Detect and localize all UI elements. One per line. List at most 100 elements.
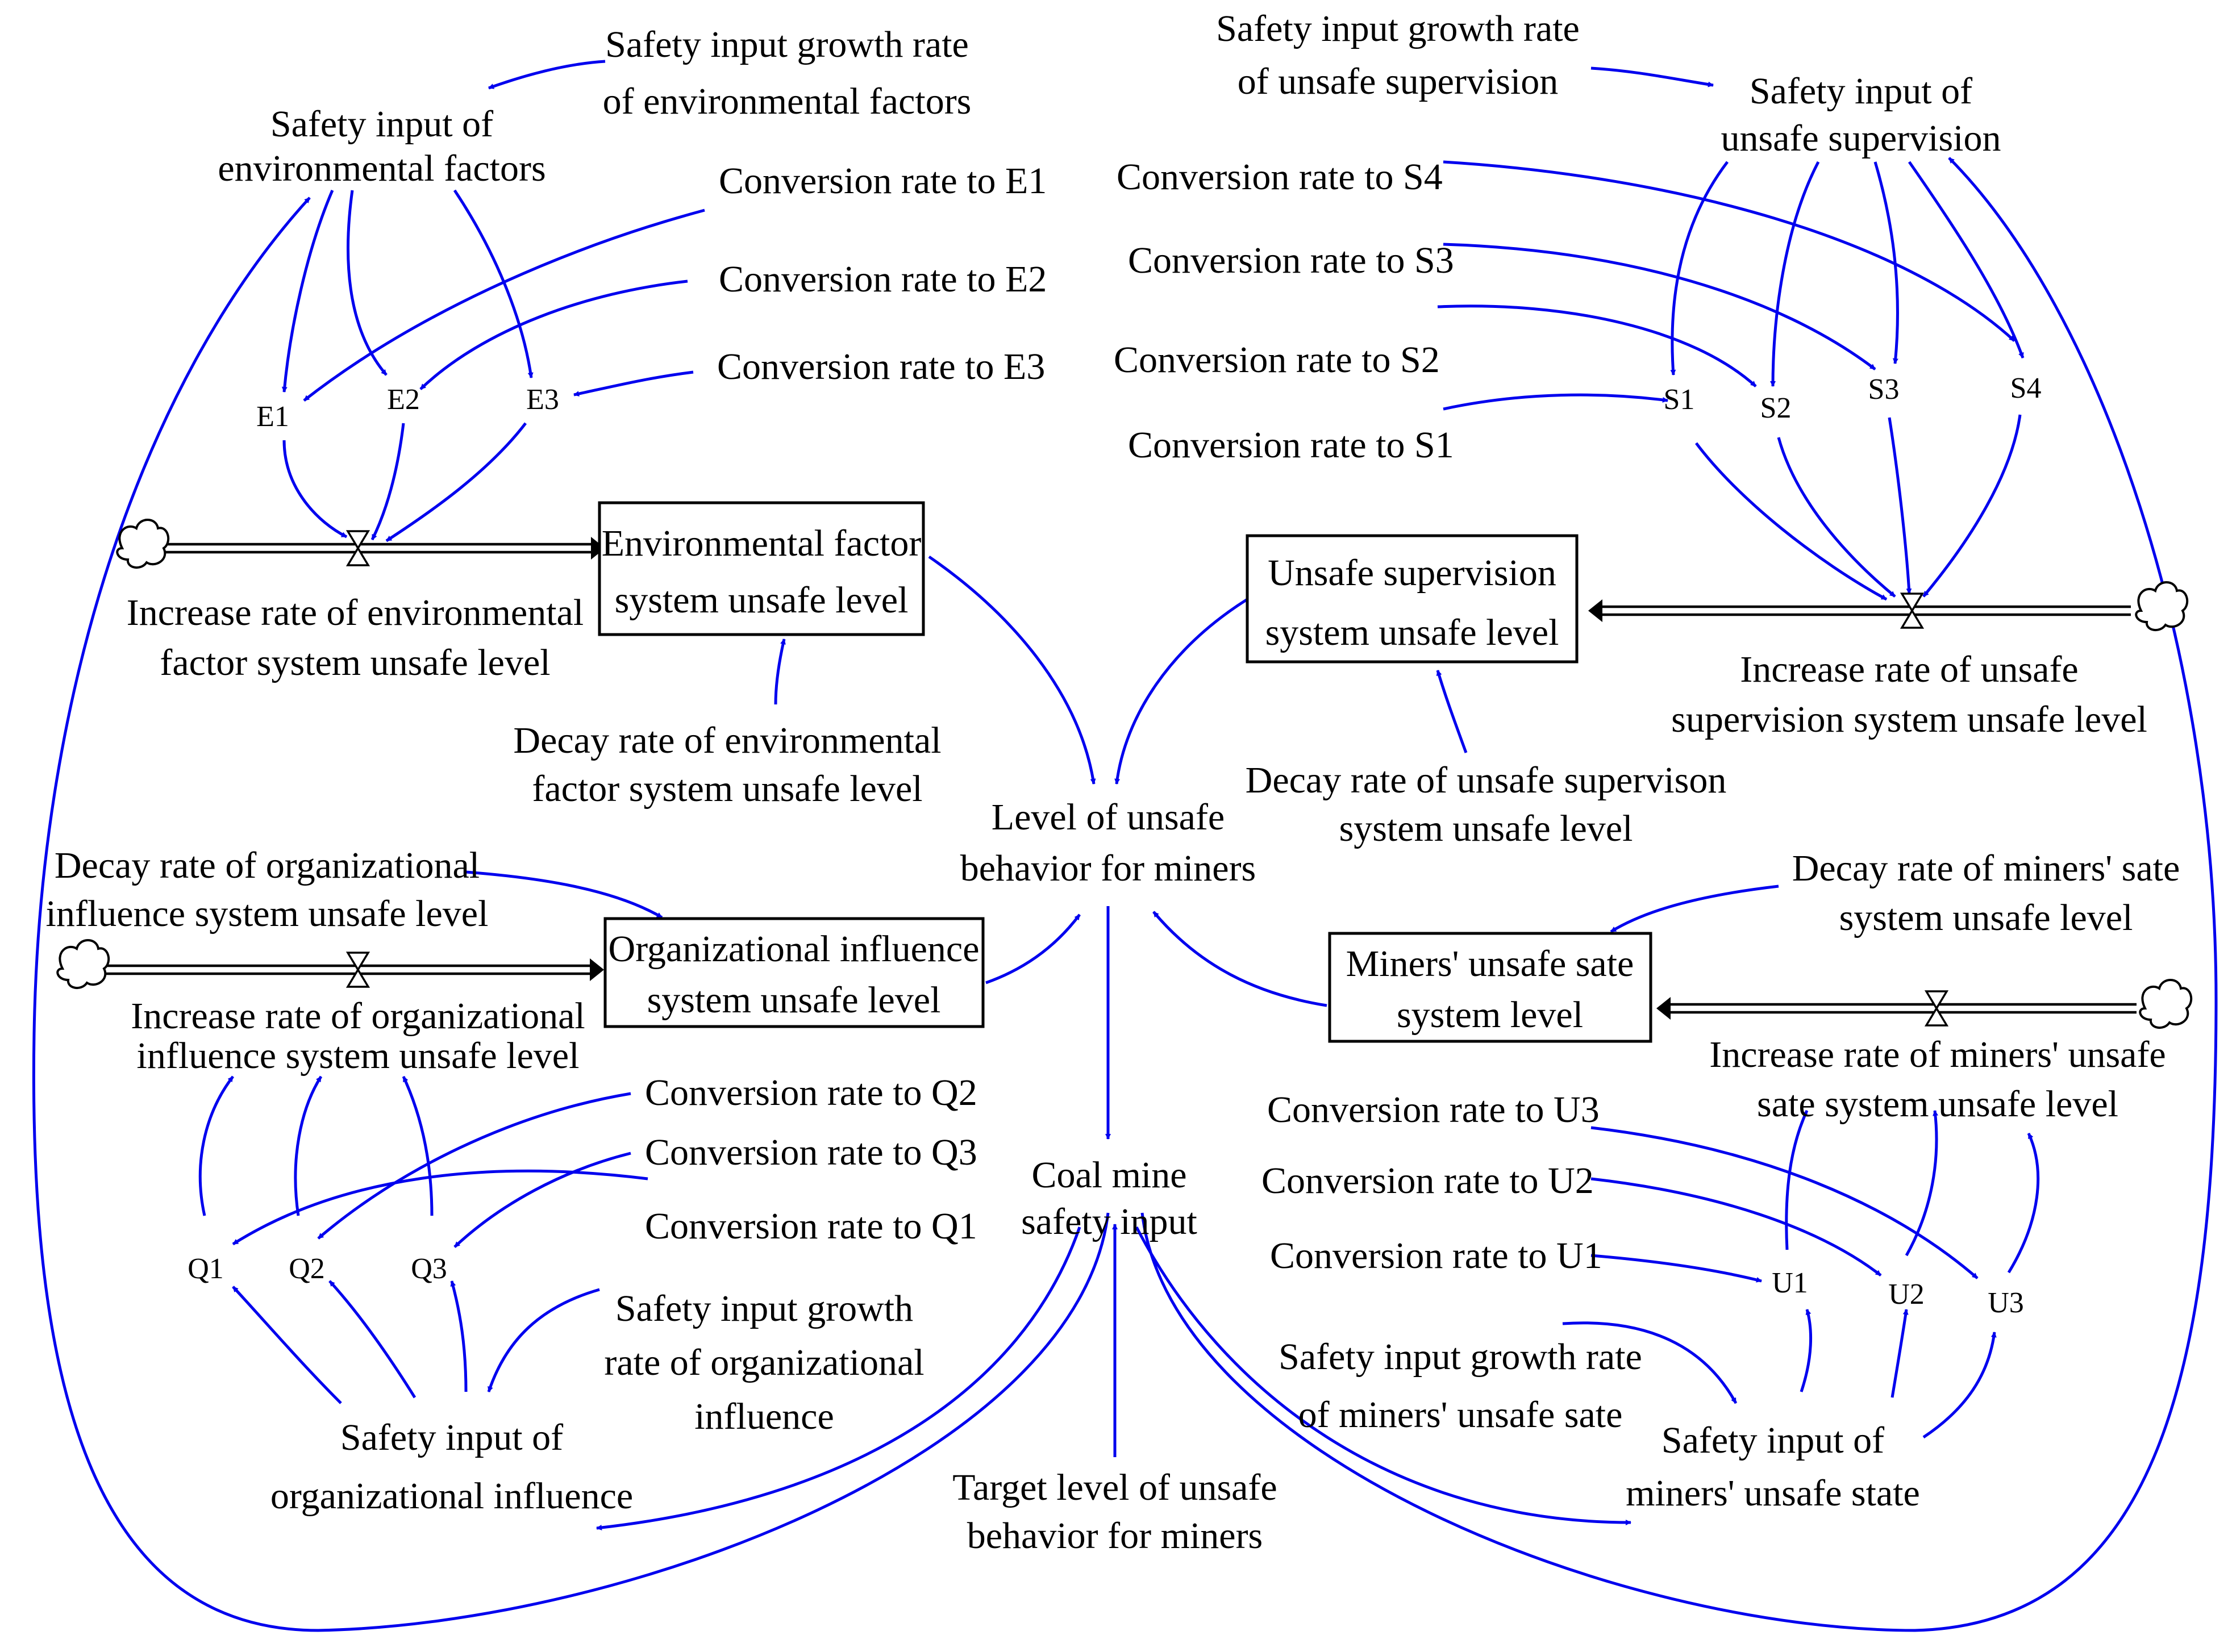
decay-sup-2: system unsafe level	[1339, 808, 1633, 849]
link-input-to-miner-safety-input	[1135, 1226, 1631, 1525]
conv-s4: Conversion rate to S4	[1117, 156, 1443, 198]
flow-pipes	[94, 537, 2137, 1020]
link-growth-miner	[1562, 1321, 1738, 1404]
aux-s4: S4	[2010, 372, 2042, 404]
link-minerinput-u2	[1890, 1309, 1909, 1398]
valve-org	[345, 952, 370, 988]
link-u1-rate	[1785, 1109, 1809, 1250]
rate-sup-1: Increase rate of unsafe	[1740, 649, 2078, 690]
rate-miner-1: Increase rate of miners' unsafe	[1709, 1034, 2166, 1075]
link-input-to-sup-safety-input	[1140, 157, 2218, 1632]
cloud-org	[56, 939, 110, 989]
link-input-to-env-safety-input	[32, 197, 1110, 1632]
labels: Safety input growth rate of environmenta…	[46, 8, 2180, 1557]
decay-miner-2: system unsafe level	[1839, 897, 2133, 938]
link-minerinput-u3	[1922, 1332, 1997, 1439]
link-conv-s3	[1443, 243, 1876, 370]
link-e3-valve	[385, 422, 527, 543]
growth-org-2: rate of organizational	[604, 1342, 924, 1383]
link-org-level	[985, 913, 1081, 984]
link-miner-level	[1152, 911, 1327, 1007]
link-conv-s1	[1443, 393, 1668, 411]
link-conv-q1	[232, 1169, 648, 1246]
stock-miner[interactable]: Miners' unsafe sate system level	[1328, 932, 1652, 1043]
link-u2-rate	[1905, 1110, 1939, 1257]
valve-sup	[1900, 593, 1925, 629]
link-orginput-q1	[232, 1286, 342, 1404]
link-conv-q2	[317, 1092, 631, 1240]
link-input-to-org-safety-input	[596, 1227, 1081, 1530]
aux-e2: E2	[387, 383, 420, 416]
coal-mine-input-2: safety input	[1021, 1201, 1197, 1242]
conv-e2: Conversion rate to E2	[719, 258, 1047, 300]
stock-org-line2: system unsafe level	[647, 979, 941, 1021]
conv-e3: Conversion rate to E3	[717, 346, 1045, 387]
rate-env-1: Increase rate of environmental	[127, 592, 584, 633]
conv-u2: Conversion rate to U2	[1261, 1160, 1594, 1202]
conv-q1: Conversion rate to Q1	[645, 1205, 977, 1247]
stock-org[interactable]: Organizational influence system unsafe l…	[603, 917, 985, 1028]
aux-e1: E1	[256, 401, 289, 433]
link-e2-valve	[370, 423, 405, 541]
decay-env-2: factor system unsafe level	[532, 768, 922, 810]
link-supinput-s3	[1873, 161, 1899, 364]
input-org-2: organizational influence	[270, 1475, 633, 1517]
link-minerinput-u1	[1800, 1309, 1813, 1392]
stock-sup-line1: Unsafe supervision	[1268, 552, 1556, 594]
aux-u2: U2	[1888, 1278, 1925, 1311]
aux-s3: S3	[1868, 373, 1900, 406]
link-s3-valve	[1888, 417, 1912, 594]
growth-miner-1: Safety input growth rate	[1279, 1336, 1642, 1378]
link-decay-miner	[1610, 885, 1779, 933]
link-conv-e1	[303, 208, 705, 402]
conv-u1: Conversion rate to U1	[1270, 1235, 1602, 1276]
aux-q2: Q2	[289, 1253, 325, 1285]
decay-env-1: Decay rate of environmental	[513, 720, 941, 761]
stock-sup[interactable]: Unsafe supervision system unsafe level	[1246, 534, 1579, 664]
link-s4-valve	[1922, 414, 2022, 598]
stock-env[interactable]: Environmental factor system unsafe level	[598, 501, 925, 636]
source-clouds	[56, 519, 2193, 1029]
link-supinput-s1	[1670, 161, 1729, 376]
input-sup-1: Safety input of	[1750, 70, 1972, 112]
link-env-level	[928, 555, 1096, 785]
link-supinput-s4	[1908, 161, 2025, 358]
aux-q1: Q1	[188, 1253, 224, 1285]
rate-org-1: Increase rate of organizational	[131, 995, 585, 1037]
stock-org-line1: Organizational influence	[608, 928, 979, 970]
link-conv-e2	[419, 279, 688, 390]
link-q3-rate	[402, 1075, 434, 1216]
link-conv-u1	[1590, 1254, 1762, 1283]
link-envinput-e2	[347, 190, 388, 376]
link-orginput-q3	[450, 1280, 468, 1392]
decay-org-2: influence system unsafe level	[46, 893, 489, 935]
link-conv-u3	[1590, 1126, 1979, 1279]
link-conv-s4	[1443, 160, 2016, 342]
input-env-2: environmental factors	[218, 148, 545, 189]
conv-e1: Conversion rate to E1	[719, 160, 1047, 202]
decay-org-1: Decay rate of organizational	[55, 845, 480, 886]
link-q2-rate	[294, 1075, 323, 1216]
cloud-sup	[2135, 581, 2189, 631]
link-envinput-e3	[453, 189, 534, 378]
link-decay-org	[465, 870, 663, 919]
input-miner-2: miners' unsafe state	[1626, 1472, 1920, 1514]
link-e1-valve	[282, 440, 348, 539]
conv-s1: Conversion rate to S1	[1128, 424, 1454, 466]
growth-sup-2: of unsafe supervision	[1238, 61, 1559, 102]
flow-valves	[345, 530, 1949, 1027]
stock-env-line1: Environmental factor	[602, 523, 922, 564]
link-s2-valve	[1777, 437, 1896, 598]
conv-s3: Conversion rate to S3	[1128, 240, 1454, 281]
decay-sup-1: Decay rate of unsafe supervison	[1246, 760, 1727, 801]
link-orginput-q2	[328, 1280, 417, 1399]
link-envinput-e1	[281, 190, 334, 393]
aux-s1: S1	[1664, 383, 1695, 416]
target-level-1: Target level of unsafe	[952, 1467, 1277, 1508]
link-conv-e3	[573, 370, 694, 397]
input-org-1: Safety input of	[340, 1417, 563, 1458]
input-miner-1: Safety input of	[1661, 1420, 1884, 1461]
input-env-1: Safety input of	[270, 103, 493, 145]
cloud-miner	[2139, 979, 2193, 1029]
